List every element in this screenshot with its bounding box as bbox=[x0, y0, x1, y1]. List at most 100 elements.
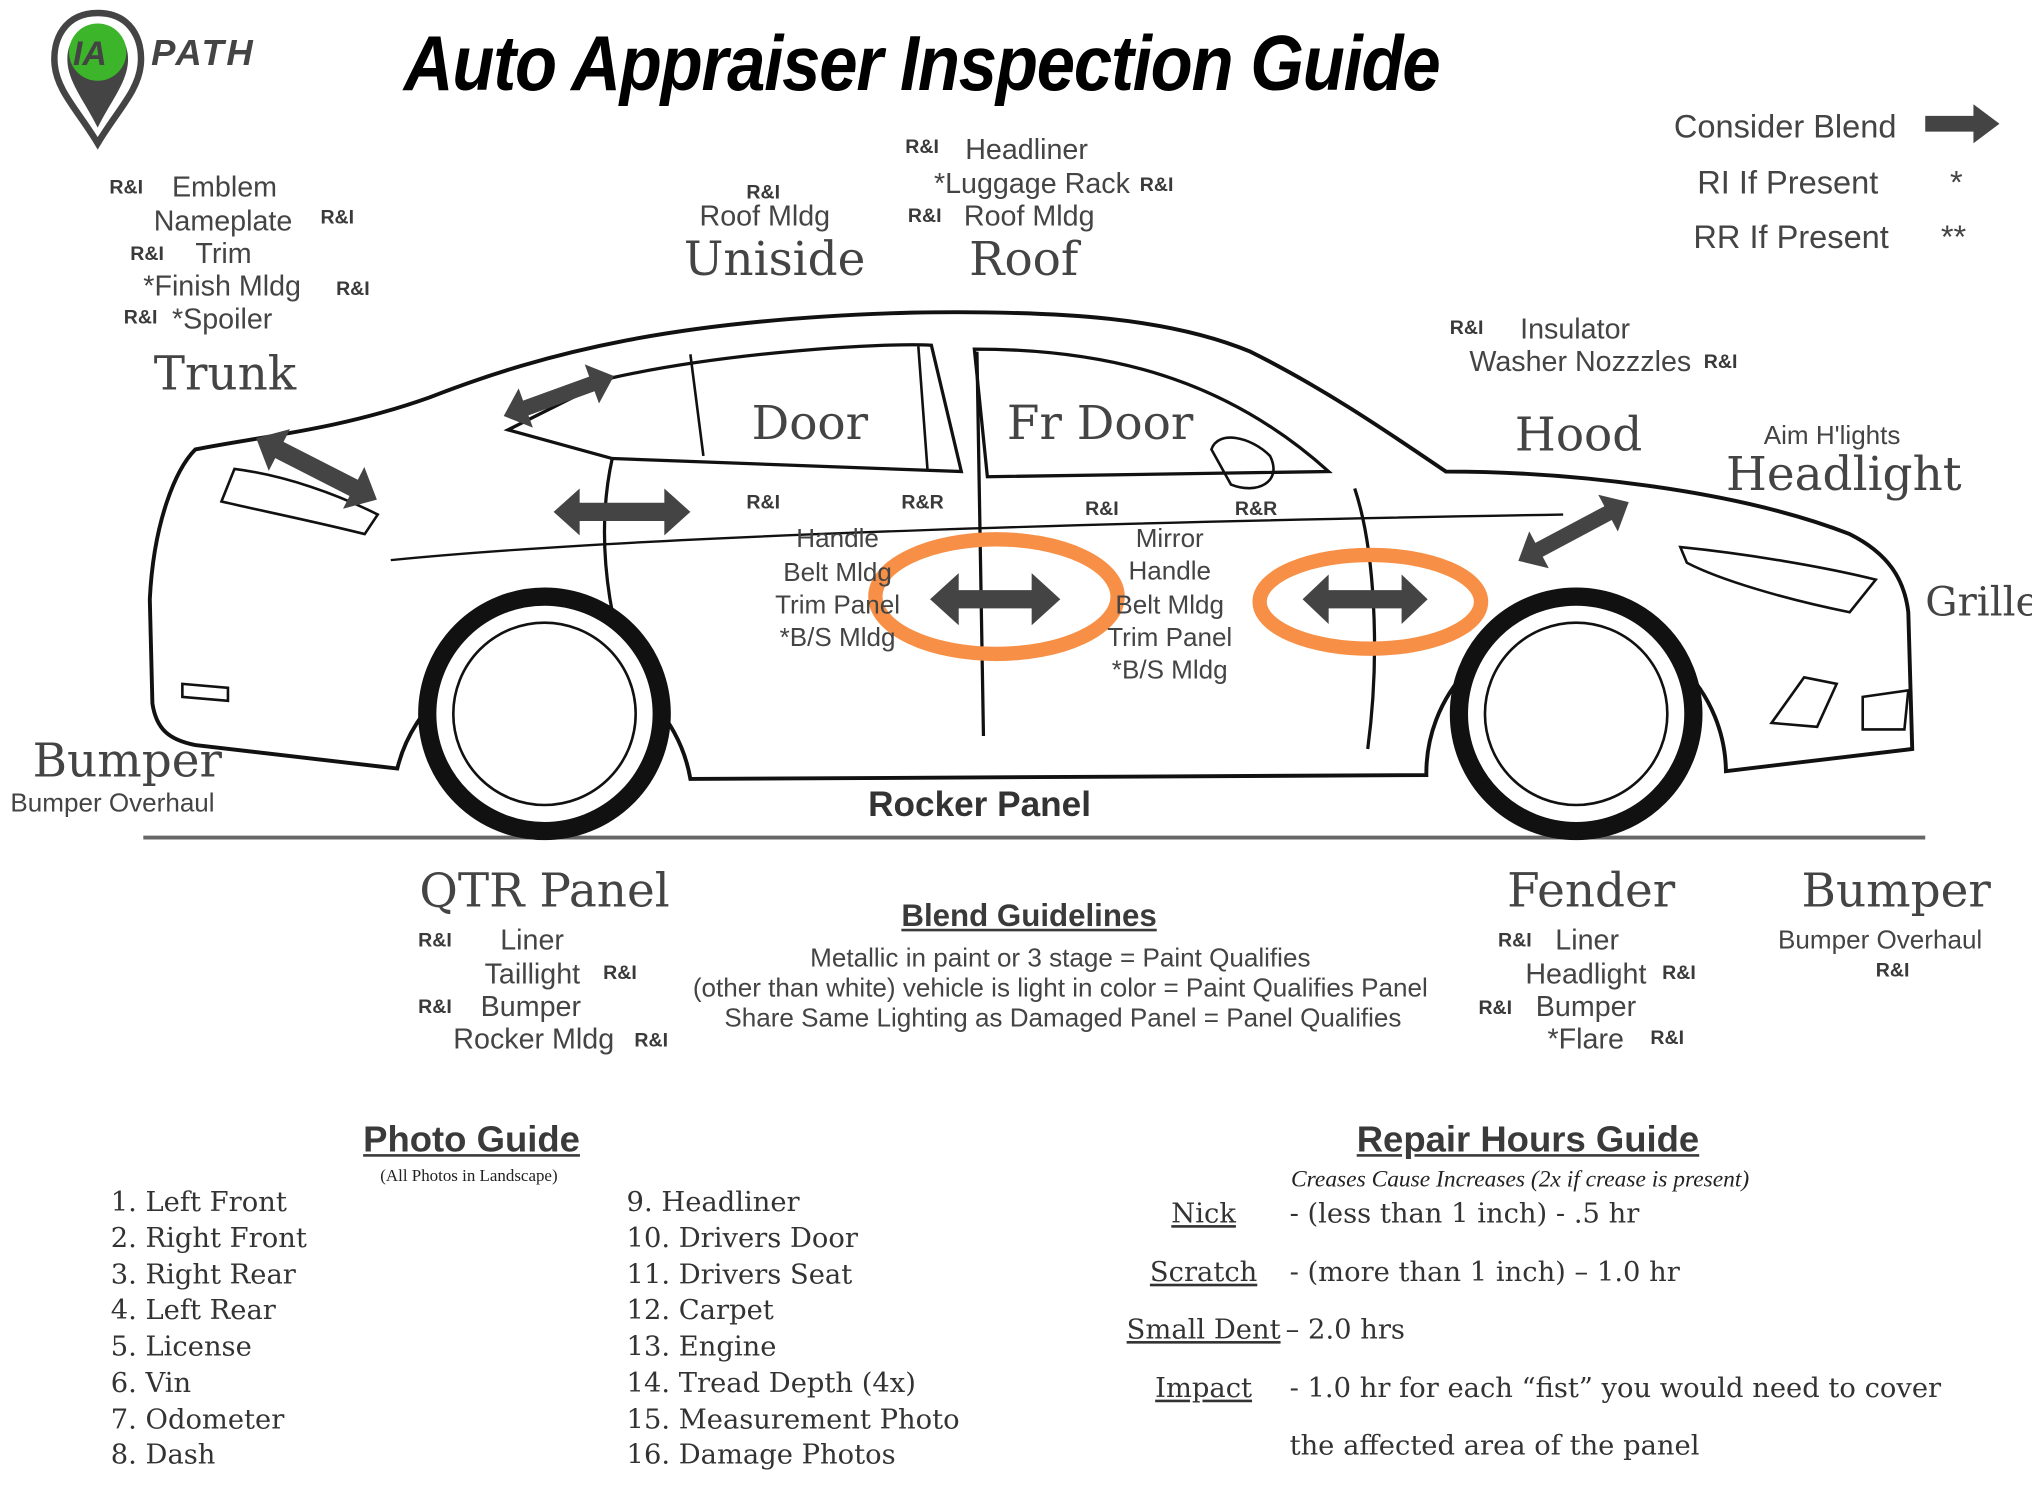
tag-ri: R&I bbox=[1875, 959, 1910, 982]
roof-item: *Luggage Rack bbox=[933, 166, 1130, 200]
repair-term: Nick bbox=[1171, 1197, 1236, 1230]
roof-item: Roof Mldg bbox=[963, 199, 1095, 232]
trunk-item: Nameplate bbox=[153, 204, 293, 238]
roof-item: Headliner bbox=[965, 132, 1088, 166]
tag-ri: R&I bbox=[109, 176, 144, 199]
photo-item: 9. Headliner bbox=[626, 1186, 800, 1218]
highlight-ellipse bbox=[868, 532, 1125, 662]
qtr-panel-title: QTR Panel bbox=[419, 864, 670, 919]
photo-item: 11. Drivers Seat bbox=[626, 1258, 853, 1291]
car-outline bbox=[143, 310, 1926, 840]
rocker-panel-title: Rocker Panel bbox=[868, 784, 1091, 824]
hood-item: Washer Nozzzles bbox=[1469, 345, 1692, 378]
tag-ri: R&I bbox=[746, 181, 781, 204]
qtr-panel-item: Rocker Mldg bbox=[453, 1022, 615, 1056]
rear-door-item: Handle bbox=[796, 524, 879, 554]
blend-arrows bbox=[256, 104, 2000, 626]
qtr-panel-item: Taillight bbox=[484, 957, 581, 990]
qtr-panel-item: Liner bbox=[500, 923, 564, 957]
tag-ri: R&I bbox=[907, 205, 942, 228]
fender-item: Headlight bbox=[1525, 957, 1647, 990]
double-arrow-icon bbox=[1518, 494, 1629, 569]
roof-title: Roof bbox=[969, 233, 1079, 287]
double-arrow-icon bbox=[930, 573, 1061, 626]
front-wheel bbox=[1449, 587, 1703, 841]
rear-bumper-title: Bumper bbox=[32, 734, 222, 789]
trunk-title: Trunk bbox=[153, 347, 297, 402]
tag-ri: R&I bbox=[1139, 173, 1174, 197]
legend-ri-symbol: * bbox=[1949, 164, 1963, 202]
photo-item: 4. Left Rear bbox=[110, 1294, 276, 1326]
photo-item: 10. Drivers Door bbox=[626, 1222, 858, 1254]
photo-guide-subtitle: (All Photos in Landscape) bbox=[380, 1165, 558, 1185]
headlight-note: Aim H'lights bbox=[1763, 422, 1901, 451]
blend-guideline: (other than white) vehicle is light in c… bbox=[692, 974, 1428, 1004]
tag-ri: R&I bbox=[1449, 317, 1484, 340]
trunk-item: *Finish Mldg bbox=[143, 269, 301, 303]
repair-term: Scratch bbox=[1149, 1256, 1258, 1288]
front-door-item: Trim Panel bbox=[1107, 623, 1233, 653]
rear-door-item: Trim Panel bbox=[775, 591, 901, 621]
legend-rr-if-present: RR If Present bbox=[1693, 219, 1889, 256]
photo-item: 16. Damage Photos bbox=[626, 1438, 896, 1470]
tag-ri: R&I bbox=[130, 242, 164, 266]
rear-bumper-note: Bumper Overhaul bbox=[10, 789, 215, 819]
rear-wheel bbox=[418, 587, 671, 841]
tag-rr: R&R bbox=[1234, 498, 1278, 521]
hood-title: Hood bbox=[1514, 409, 1643, 463]
photo-item: 5. License bbox=[110, 1330, 252, 1362]
trunk-item: Emblem bbox=[171, 170, 278, 204]
headlight-title: Headlight bbox=[1725, 448, 1962, 502]
tag-ri: R&I bbox=[336, 278, 370, 301]
repair-desc: - 1.0 hr for each “fist” you would need … bbox=[1289, 1372, 1942, 1404]
tag-ri: R&I bbox=[320, 206, 355, 229]
repair-term: Small Dent bbox=[1126, 1313, 1281, 1345]
repair-desc: - (less than 1 inch) - .5 hr bbox=[1289, 1197, 1640, 1230]
front-door-item: *B/S Mldg bbox=[1111, 656, 1228, 686]
front-door-item: Handle bbox=[1128, 557, 1212, 587]
repair-desc-continuation: the affected area of the panel bbox=[1289, 1429, 1700, 1461]
logo-pin-icon: IA PATH bbox=[51, 9, 253, 150]
repair-hours-subtitle: Creases Cause Increases (2x if crease is… bbox=[1291, 1165, 1750, 1192]
repair-term: Impact bbox=[1155, 1372, 1253, 1404]
tag-ri: R&I bbox=[634, 1029, 669, 1052]
photo-item: 8. Dash bbox=[110, 1438, 216, 1470]
grille-title: Grille bbox=[1925, 579, 2032, 626]
front-door-title: Fr Door bbox=[1006, 397, 1194, 451]
repair-desc: - (more than 1 inch) – 1.0 hr bbox=[1289, 1256, 1680, 1288]
trunk-item: Trim bbox=[195, 237, 252, 270]
tag-ri: R&I bbox=[603, 961, 637, 985]
blend-guidelines-title: Blend Guidelines bbox=[901, 898, 1157, 934]
uniside-title: Uniside bbox=[683, 233, 866, 287]
photo-item: 2. Right Front bbox=[110, 1222, 307, 1254]
tag-ri: R&I bbox=[1650, 1027, 1685, 1050]
tag-ri: R&I bbox=[905, 136, 939, 159]
tag-ri: R&I bbox=[1497, 929, 1532, 952]
photo-item: 15. Measurement Photo bbox=[626, 1403, 960, 1435]
tag-rr: R&R bbox=[901, 491, 944, 514]
fender-item: Liner bbox=[1555, 923, 1620, 957]
photo-item: 13. Engine bbox=[626, 1330, 777, 1362]
front-bumper-title: Bumper bbox=[1801, 864, 1991, 919]
blend-guideline: Metallic in paint or 3 stage = Paint Qua… bbox=[810, 944, 1311, 974]
repair-hours-title: Repair Hours Guide bbox=[1356, 1118, 1700, 1160]
legend-ri-if-present: RI If Present bbox=[1697, 164, 1879, 202]
legend-rr-symbol: ** bbox=[1940, 219, 1967, 256]
right-arrow-icon bbox=[1925, 104, 2000, 144]
tag-ri: R&I bbox=[418, 929, 452, 952]
rear-door-item: Belt Mldg bbox=[783, 558, 892, 588]
hood-item: Insulator bbox=[1520, 312, 1631, 346]
double-arrow-icon bbox=[553, 488, 691, 536]
photo-item: 6. Vin bbox=[110, 1367, 192, 1399]
blend-guideline: Share Same Lighting as Damaged Panel = P… bbox=[724, 1004, 1402, 1033]
fender-item: Bumper bbox=[1535, 989, 1637, 1023]
rear-door-title: Door bbox=[751, 397, 869, 451]
front-door-item: Belt Mldg bbox=[1115, 591, 1225, 621]
front-bumper-note: Bumper Overhaul bbox=[1778, 926, 1983, 955]
rear-door-item: *B/S Mldg bbox=[779, 623, 896, 653]
repair-desc: – 2.0 hrs bbox=[1285, 1313, 1405, 1345]
page-title: Auto Appraiser Inspection Guide bbox=[403, 19, 1441, 107]
front-door-item: Mirror bbox=[1135, 524, 1204, 554]
